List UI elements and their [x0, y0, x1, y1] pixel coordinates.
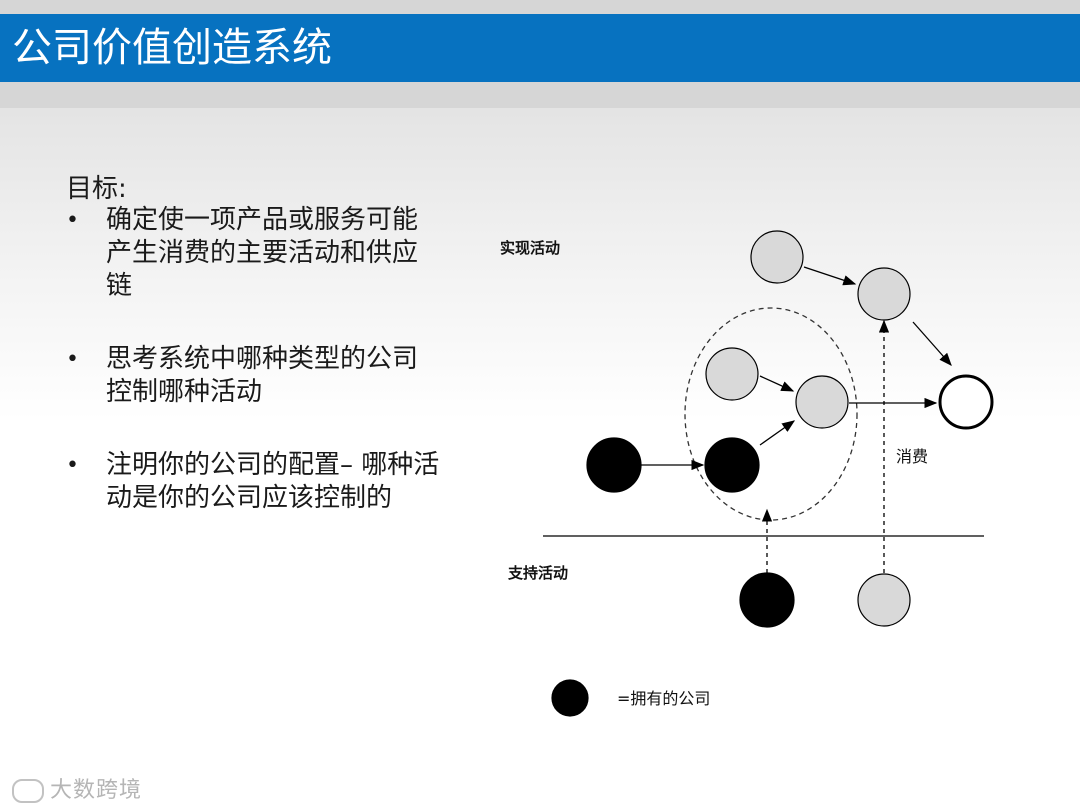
legend-owned-icon [551, 679, 589, 717]
node-owned-company [739, 572, 795, 628]
arrow-top-link [803, 266, 857, 286]
label-support-activities: 支持活动 [507, 564, 568, 582]
bullet-item: • 注明你的公司的配置– 哪种活动是你的公司应该控制的 [62, 449, 442, 515]
bullet-text: 思考系统中哪种类型的公司控制哪种活动 [106, 344, 419, 407]
bullet-text: 注明你的公司的配置– 哪种活动是你的公司应该控制的 [106, 450, 440, 513]
watermark: 大数跨境 [12, 772, 142, 804]
title-bar: 公司价值创造系统 [0, 14, 1080, 82]
node-other-company [795, 375, 849, 429]
node-other-company [750, 230, 804, 284]
bullet-text: 确定使一项产品或服务可能产生消费的主要活动和供应链 [106, 205, 419, 301]
legend-text: =拥有的公司 [617, 689, 710, 708]
node-owned-company [586, 437, 642, 493]
arrow-inner-top [759, 375, 795, 392]
bullet-dot-icon: • [66, 208, 79, 233]
bullet-dot-icon: • [66, 453, 79, 478]
bullet-item: • 确定使一项产品或服务可能产生消费的主要活动和供应链 [62, 204, 442, 303]
node-owned-company [704, 437, 760, 493]
arrow-inner-bottom [759, 420, 796, 446]
label-realization-activities: 实现活动 [500, 239, 560, 257]
watermark-logo-icon [12, 779, 44, 803]
sub-strip [0, 82, 1080, 108]
bullet-item: • 思考系统中哪种类型的公司控制哪种活动 [62, 343, 442, 409]
node-other-company [705, 347, 759, 401]
bullet-dot-icon: • [66, 347, 79, 372]
node-consumer [938, 374, 994, 430]
node-other-company [857, 573, 911, 627]
node-other-company [857, 267, 911, 321]
label-consumption: 消费 [896, 447, 928, 466]
slide-title: 公司价值创造系统 [12, 25, 332, 71]
company-boundary-ellipse [684, 307, 858, 521]
value-system-diagram: 实现活动 支持活动 消费 =拥有的公司 [500, 230, 994, 717]
watermark-text: 大数跨境 [50, 778, 143, 803]
goal-heading: 目标: [66, 174, 127, 204]
top-strip [0, 0, 1080, 14]
arrow-to-consumer-top [912, 321, 952, 366]
bullet-list: • 确定使一项产品或服务可能产生消费的主要活动和供应链 • 思考系统中哪种类型的… [62, 204, 442, 515]
